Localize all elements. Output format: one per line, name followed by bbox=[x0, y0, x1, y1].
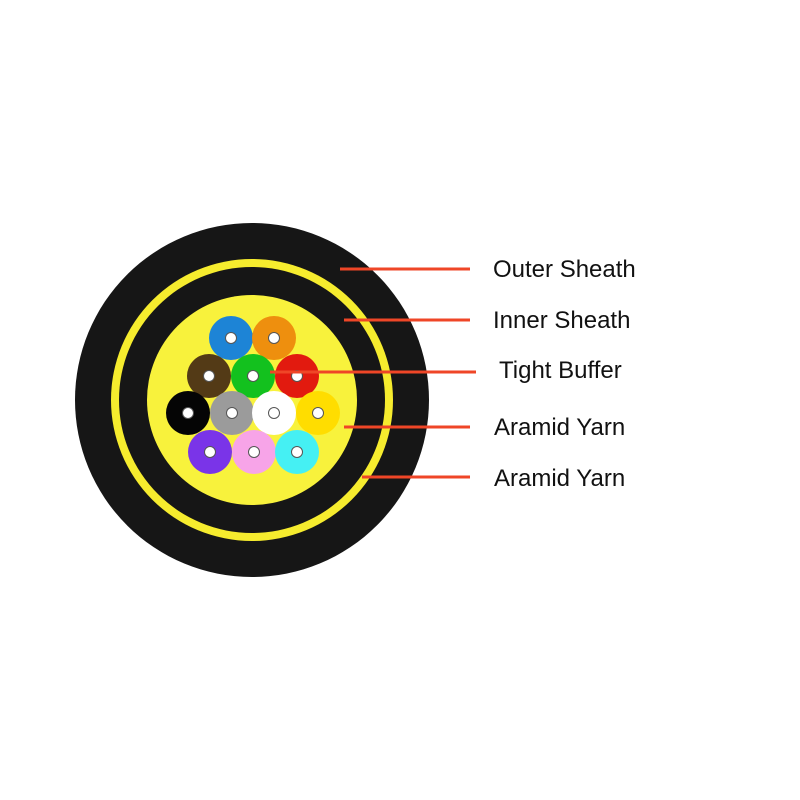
label-tight-buffer: Tight Buffer bbox=[499, 357, 622, 384]
leader-lines bbox=[270, 267, 476, 479]
label-aramid-yarn-inner: Aramid Yarn bbox=[494, 414, 626, 441]
fiber-core-green bbox=[247, 370, 259, 382]
fiber-core-gray bbox=[226, 407, 238, 419]
fiber-core-yellow bbox=[312, 407, 324, 419]
fiber-core-black bbox=[182, 407, 194, 419]
fiber-core-violet bbox=[204, 446, 216, 458]
fiber-core-white bbox=[268, 407, 280, 419]
fiber-core-orange bbox=[268, 332, 280, 344]
fiber-core-aqua bbox=[291, 446, 303, 458]
label-inner-sheath: Inner Sheath bbox=[493, 307, 631, 334]
label-aramid-yarn-outer: Aramid Yarn bbox=[494, 465, 626, 492]
label-outer-sheath: Outer Sheath bbox=[493, 256, 636, 283]
fiber-core-blue bbox=[225, 332, 237, 344]
fiber-core-pink bbox=[248, 446, 260, 458]
fiber-core-brown bbox=[203, 370, 215, 382]
tight-buffer-fibers bbox=[166, 316, 340, 474]
